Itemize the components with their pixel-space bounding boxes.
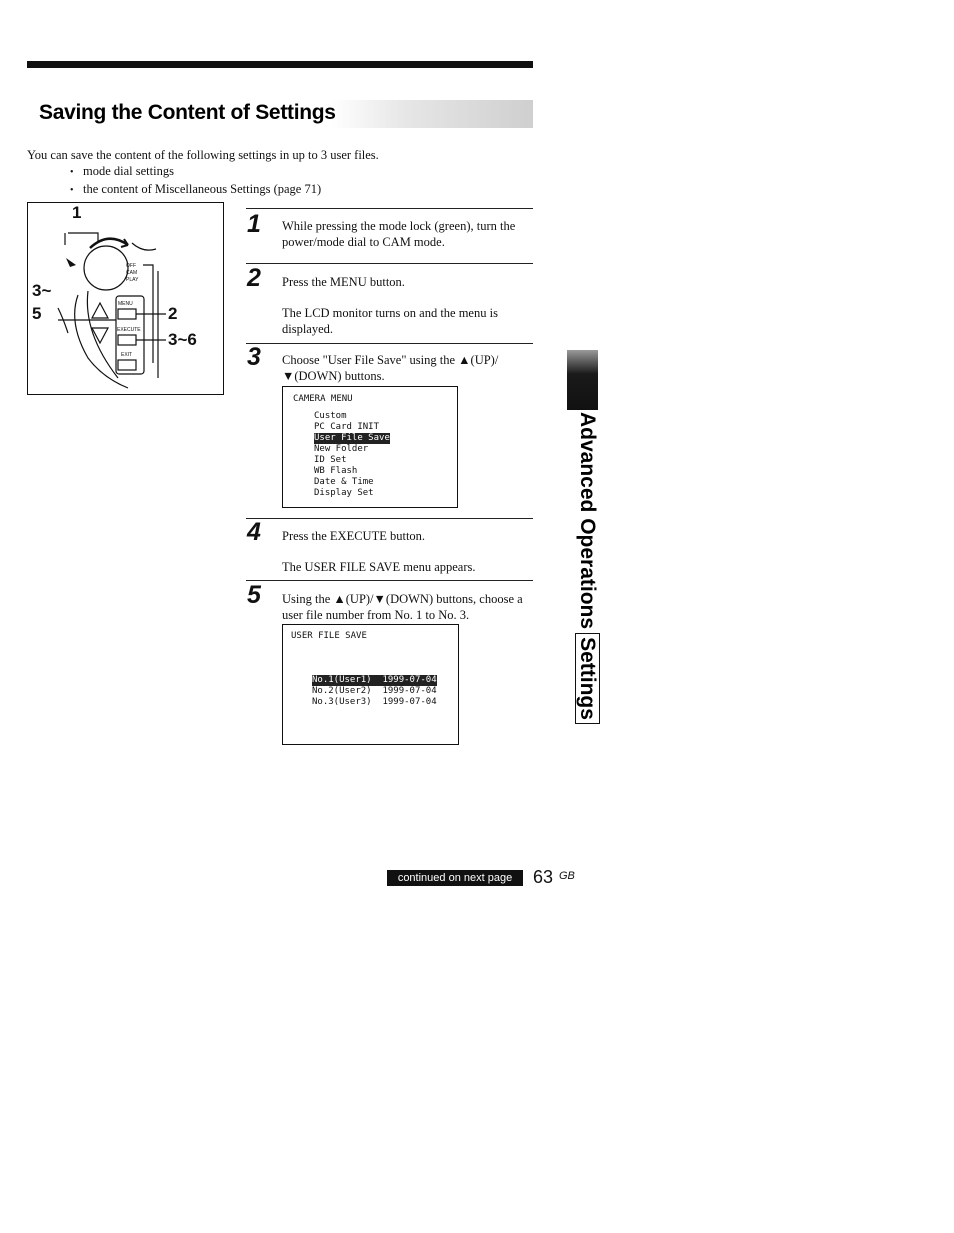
dial-label: PLAY: [126, 277, 139, 283]
menu-title: CAMERA MENU: [293, 394, 353, 404]
dial-label: OFF: [126, 263, 136, 269]
step-text: Choose "User File Save" using the ▲(UP)/…: [282, 353, 499, 383]
exit-button-label: EXIT: [121, 352, 133, 358]
step-note: The LCD monitor turns on and the menu is…: [282, 306, 498, 336]
menu-title: USER FILE SAVE: [291, 631, 367, 641]
step-divider: [246, 263, 533, 264]
bullet-item: the content of Miscellaneous Settings (p…: [70, 181, 321, 199]
top-rule: [27, 61, 533, 68]
menu-item: Display Set: [314, 488, 374, 498]
dial-labels: OFF CAM PLAY: [126, 263, 138, 284]
callout-5: 5: [32, 304, 42, 323]
arrow-icon: [66, 258, 76, 267]
intro-text: You can save the content of the followin…: [27, 148, 379, 162]
menu-button-label: MENU: [118, 301, 133, 307]
step-text: Using the ▲(UP)/▼(DOWN) buttons, choose …: [282, 592, 523, 622]
camera-illustration: 1 3~ 5 2 3~6 OFF CAM PLAY MENU EXECUTE E…: [27, 202, 224, 395]
menu-item: Custom: [314, 411, 347, 421]
step-number: 3: [247, 343, 261, 371]
callout-3: 3~: [32, 281, 52, 300]
step-divider: [246, 580, 533, 581]
bullet-item: mode dial settings: [70, 163, 321, 181]
camera-drawing: [57, 232, 166, 389]
callout-2: 2: [168, 304, 178, 323]
step-number: 2: [247, 264, 261, 292]
side-tab-label: Advanced OperationsSettings: [563, 412, 600, 724]
user-file-row: No.2(User2) 1999-07-04: [312, 686, 437, 696]
step-note: The USER FILE SAVE menu appears.: [282, 560, 476, 574]
bullet-list: mode dial settings the content of Miscel…: [70, 163, 321, 199]
continued-badge: continued on next page: [387, 870, 523, 886]
page-title: Saving the Content of Settings: [39, 101, 336, 124]
menu-item: Date & Time: [314, 477, 374, 487]
menu-item: WB Flash: [314, 466, 358, 476]
region-code: GB: [559, 870, 575, 882]
menu-item: New Folder: [314, 444, 369, 454]
step-text: Press the MENU button.: [282, 275, 405, 289]
user-file-row-selected: No.1(User1) 1999-07-04: [312, 675, 437, 686]
camera-menu-screen: CAMERA MENU Custom PC Card INIT User Fil…: [282, 386, 458, 508]
side-tab-marker: [567, 350, 598, 410]
side-tab-boxed: Settings: [575, 633, 600, 724]
menu-item: PC Card INIT: [314, 422, 380, 432]
user-file-save-screen: USER FILE SAVE No.1(User1) 1999-07-04 No…: [282, 624, 459, 745]
callout-3-6: 3~6: [168, 330, 197, 349]
step-text: While pressing the mode lock (green), tu…: [282, 219, 516, 249]
menu-item-selected: User File Save: [314, 433, 390, 444]
step-number: 4: [247, 518, 261, 546]
page-number: 63: [533, 867, 554, 887]
step-number: 1: [247, 210, 261, 238]
step-divider: [246, 518, 533, 519]
callout-1: 1: [72, 203, 82, 222]
dial-label: CAM: [126, 270, 138, 276]
side-tab-main: Advanced Operations: [576, 412, 599, 630]
menu-item: ID Set: [314, 455, 347, 465]
title-band: [27, 100, 533, 128]
step-divider: [246, 208, 533, 209]
user-file-row: No.3(User3) 1999-07-04: [312, 697, 437, 707]
step-text: Press the EXECUTE button.: [282, 529, 426, 543]
execute-button-label: EXECUTE: [117, 327, 141, 333]
step-number: 5: [247, 581, 261, 609]
step-divider: [246, 343, 533, 344]
